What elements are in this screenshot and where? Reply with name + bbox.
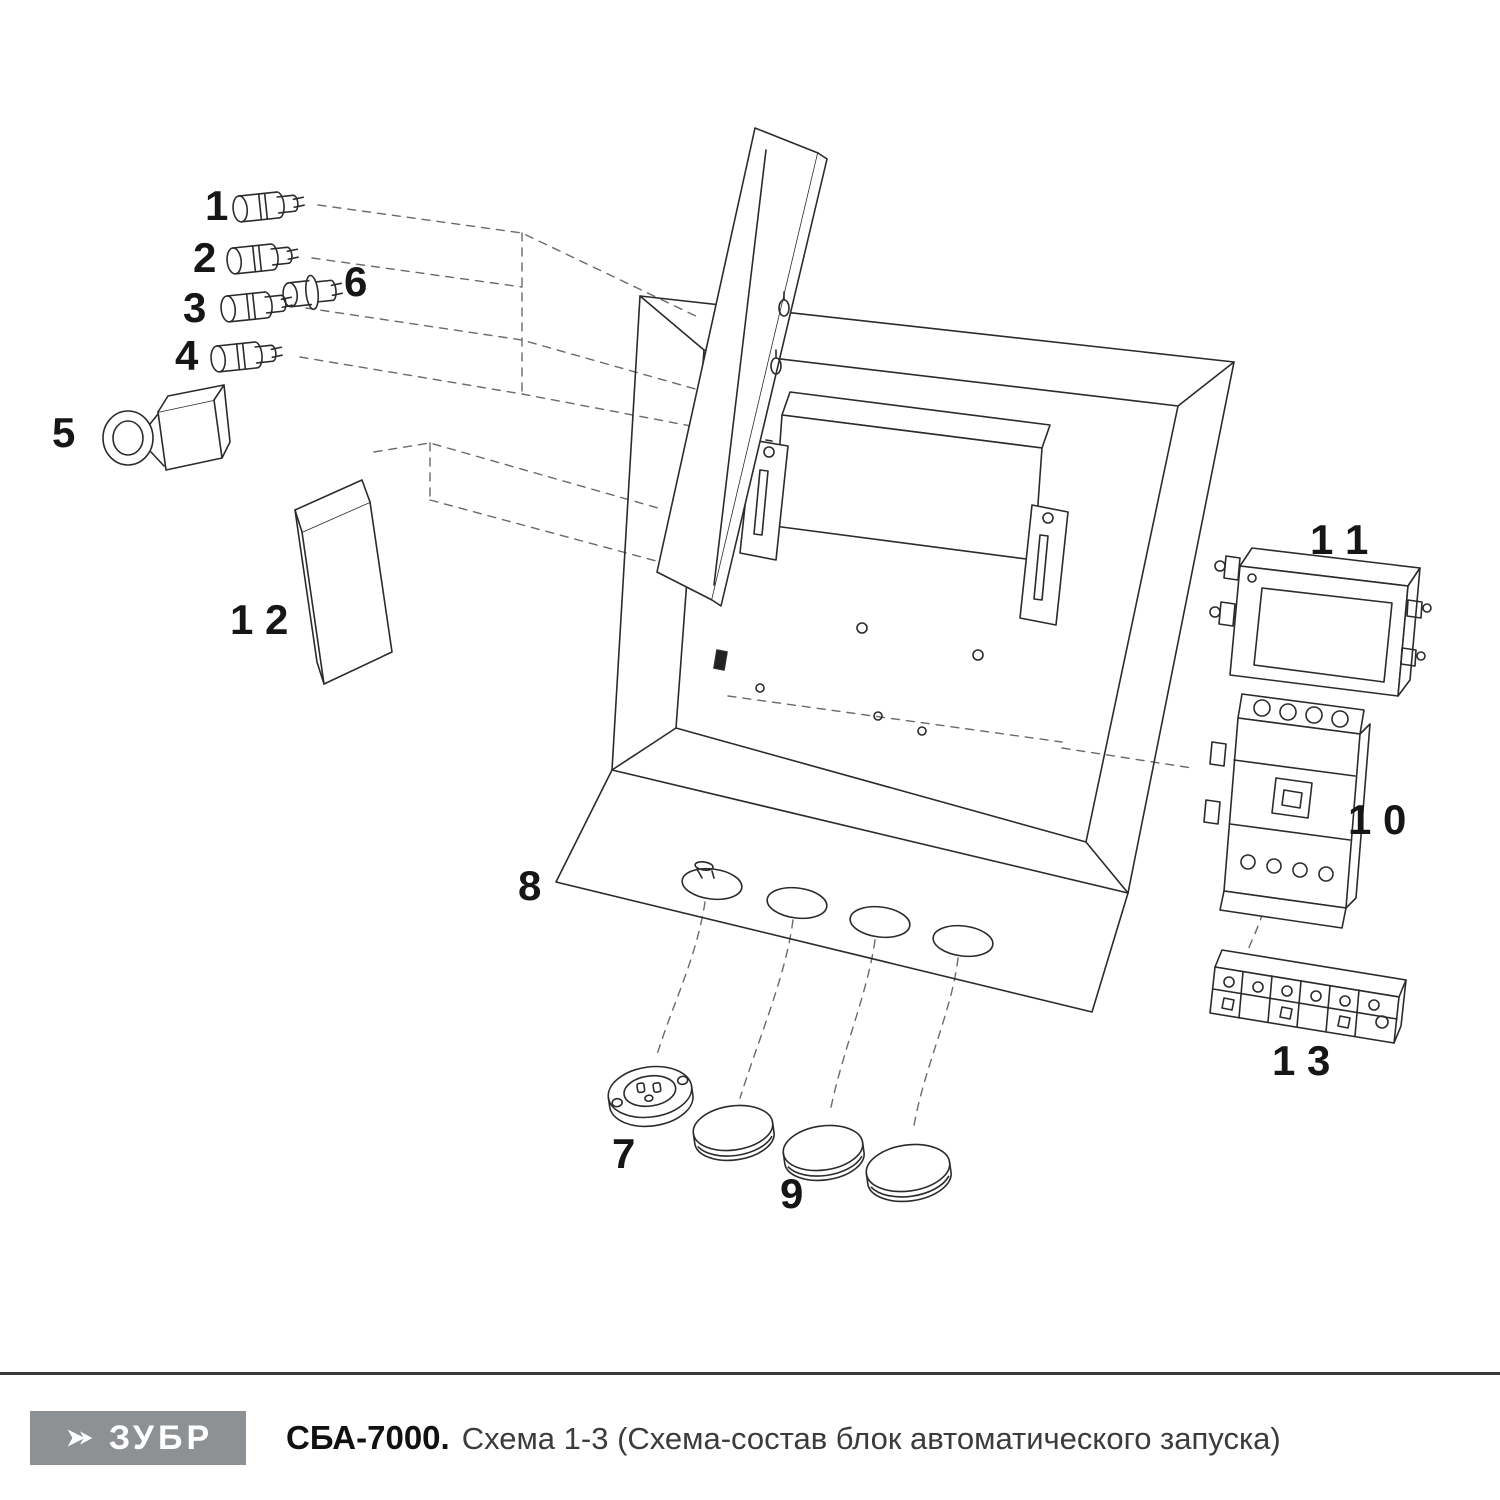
- diagram-caption: СБА-7000. Схема 1-3 (Схема-состав блок а…: [286, 1419, 1281, 1457]
- part-11-display: [1209, 547, 1432, 697]
- part-label-11: 1 1: [1310, 516, 1368, 563]
- diagram-subtitle: Схема 1-3 (Схема-состав блок автоматичес…: [461, 1420, 1281, 1456]
- part-label-7: 7: [612, 1130, 635, 1177]
- part-label-1: 1: [205, 182, 228, 229]
- zubr-logo: ЗУБР: [30, 1410, 246, 1465]
- part-9-caps: [692, 1104, 952, 1203]
- footer: ЗУБР СБА-7000. Схема 1-3 (Схема-состав б…: [0, 1372, 1500, 1500]
- part-4-connector: [210, 341, 283, 373]
- part-label-8: 8: [518, 862, 541, 909]
- door-panel: [656, 127, 828, 607]
- zubr-arrow-icon: [63, 1421, 97, 1455]
- part-labels: 1 2 3 4 5 6 7 8 9 1 0 1 1 1 2 1 3: [52, 182, 1406, 1217]
- part-3-connector: [220, 291, 293, 323]
- exploded-diagram: 1 2 3 4 5 6 7 8 9 1 0 1 1 1 2 1 3: [52, 127, 1432, 1217]
- part-5-gland: [102, 384, 231, 471]
- front-panel-holes: [681, 861, 994, 958]
- part-label-10: 1 0: [1348, 796, 1406, 843]
- part-label-9: 9: [780, 1170, 803, 1217]
- part-label-4: 4: [175, 332, 199, 379]
- part-1-connector: [232, 191, 305, 223]
- enclosure-box: [555, 127, 1235, 1013]
- part-label-13: 1 3: [1272, 1037, 1330, 1084]
- brand-name: ЗУБР: [108, 1418, 214, 1457]
- model-number: СБА-7000.: [286, 1418, 450, 1456]
- part-label-2: 2: [193, 234, 216, 281]
- part-label-12: 1 2: [230, 596, 288, 643]
- part-7-socket: [607, 1065, 694, 1128]
- part-2-connector: [226, 243, 299, 275]
- part-label-6: 6: [344, 258, 367, 305]
- part-6-connector: [282, 274, 344, 311]
- clamp-detail: [713, 649, 728, 671]
- part-13-terminal-block: [1209, 949, 1407, 1044]
- part-label-5: 5: [52, 409, 75, 456]
- part-10-contactor: [1203, 693, 1371, 929]
- part-label-3: 3: [183, 284, 206, 331]
- part-12-box: [294, 479, 393, 685]
